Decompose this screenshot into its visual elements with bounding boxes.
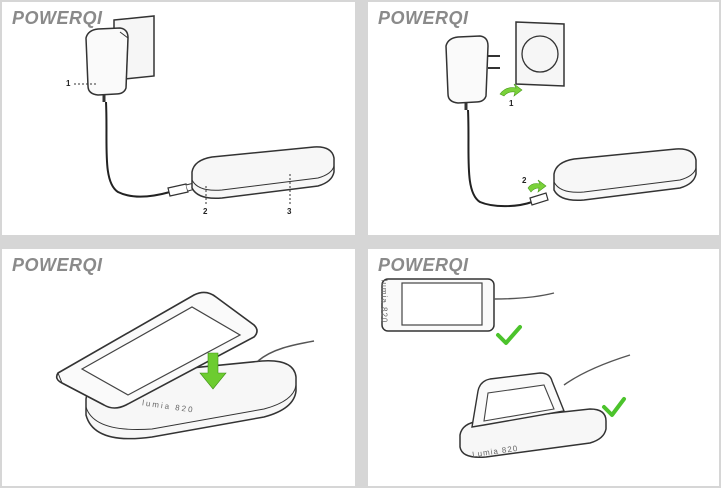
callout-2: 2 [203, 207, 208, 216]
callout-1: 1 [509, 99, 514, 108]
powerqi-logo: POWERQI [378, 8, 469, 28]
cradle-label: lumia 820 [379, 279, 389, 324]
callout-3: 3 [287, 207, 292, 216]
connect-steps-illustration [445, 21, 697, 208]
panel-charging-confirmed: POWERQI lumia 820 Lumia 820 [368, 249, 719, 486]
powerqi-logo: POWERQI [378, 255, 469, 275]
powerqi-logo: POWERQI [12, 255, 103, 275]
place-phone-illustration [55, 291, 315, 440]
charger-components-illustration [74, 15, 335, 206]
panel-connect-steps: POWERQI 1 2 [368, 2, 719, 235]
charging-confirmed-illustration [381, 278, 631, 459]
powerqi-logo: POWERQI [12, 8, 103, 28]
panel-components: POWERQI 1 2 3 [2, 2, 355, 235]
callout-1: 1 [66, 79, 71, 88]
callout-2: 2 [522, 176, 527, 185]
panel-place-phone: POWERQI lumia 820 [2, 249, 355, 486]
